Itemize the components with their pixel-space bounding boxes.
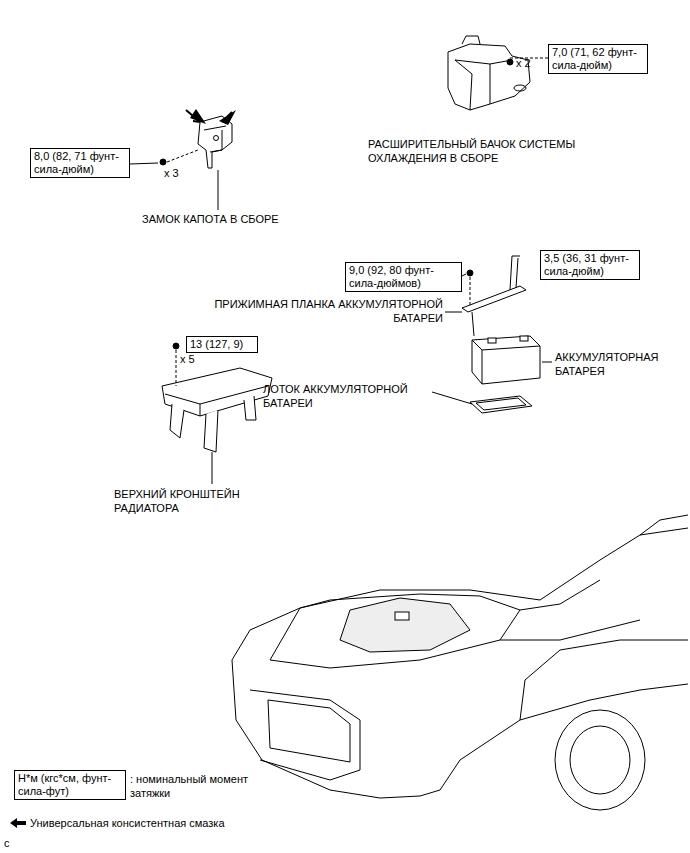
legend-text: : номинальный момент затяжки bbox=[130, 772, 255, 800]
torque-value: 7,0 (71, 62 фунт-сила-дюйм) bbox=[552, 46, 644, 72]
legend-text: Универсальная консистентная смазка bbox=[30, 816, 225, 830]
torque-box: 13 (127, 9) bbox=[186, 336, 258, 353]
grease-arrow-symbol bbox=[10, 818, 26, 828]
torque-value: 13 (127, 9) bbox=[190, 338, 254, 351]
part-name: ВЕРХНИЙ КРОНШТЕЙН РАДИАТОРА bbox=[114, 487, 264, 515]
part-name: ПРИЖИМНАЯ ПЛАНКА АККУМУЛЯТОРНОЙ БАТАРЕИ bbox=[198, 297, 443, 325]
part-name: АККУМУЛЯТОРНАЯ БАТАРЕЯ bbox=[555, 350, 685, 378]
part-name: ЗАМОК КАПОТА В СБОРЕ bbox=[142, 212, 342, 226]
figure-mark: c bbox=[4, 836, 24, 850]
torque-value: 9,0 (92, 80 фунт-сила-дюймов) bbox=[349, 264, 458, 290]
torque-value: 3,5 (36, 31 фунт-сила-дюйм) bbox=[544, 252, 636, 278]
torque-value: 8,0 (82, 71 фунт-сила-дюйм) bbox=[34, 150, 126, 176]
legend-torque-box: Н*м (кгс*см, фунт-сила-фут) bbox=[14, 770, 126, 800]
quantity: x 3 bbox=[164, 166, 194, 180]
part-name: РАСШИРИТЕЛЬНЫЙ БАЧОК СИСТЕМЫ ОХЛАЖДЕНИЯ … bbox=[368, 137, 608, 165]
torque-value: Н*м (кгс*см, фунт-сила-фут) bbox=[18, 772, 122, 798]
torque-box: 9,0 (92, 80 фунт-сила-дюймов) bbox=[345, 262, 462, 292]
torque-box: 7,0 (71, 62 фунт-сила-дюйм) bbox=[548, 44, 648, 74]
torque-box: 8,0 (82, 71 фунт-сила-дюйм) bbox=[30, 148, 130, 178]
torque-box: 3,5 (36, 31 фунт-сила-дюйм) bbox=[540, 250, 640, 280]
quantity: x 5 bbox=[180, 352, 210, 366]
legend-entry: Универсальная консистентная смазка bbox=[10, 816, 225, 830]
quantity: x 2 bbox=[516, 56, 546, 70]
part-name: ЛОТОК АККУМУЛЯТОРНОЙ БАТАРЕИ bbox=[263, 382, 428, 410]
